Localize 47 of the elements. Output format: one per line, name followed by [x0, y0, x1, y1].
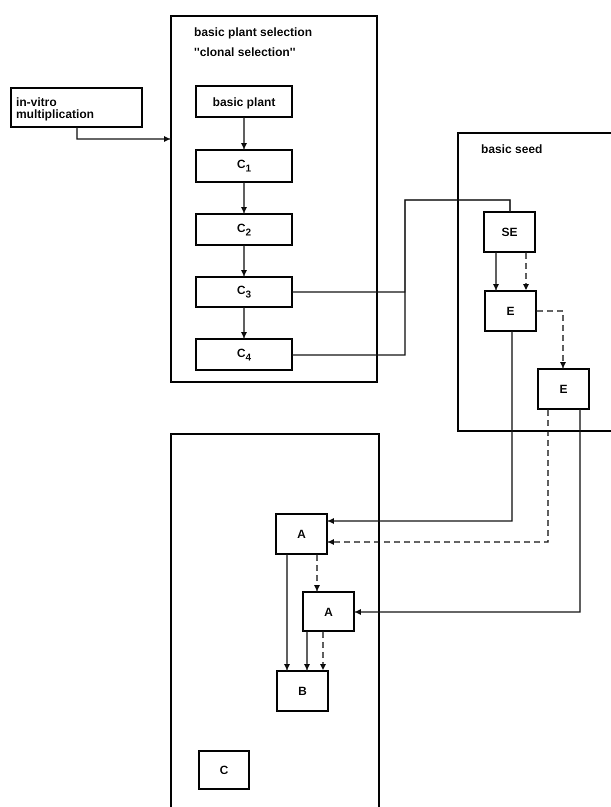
group-heading: basic seed: [481, 142, 542, 156]
process-box: [275, 513, 328, 555]
arrow: [241, 183, 247, 213]
group-frame: [170, 15, 378, 383]
process-box: [195, 276, 293, 308]
process-box: [276, 670, 329, 712]
arrow: [493, 253, 499, 290]
group-frame: [170, 433, 380, 807]
arrow: [523, 253, 529, 290]
node-label: C: [220, 763, 228, 777]
process-box: [195, 85, 293, 118]
process-box: [483, 211, 536, 253]
node-label: C$_{3}$: [236, 283, 252, 301]
arrow: [76, 128, 170, 142]
node-label: SE: [501, 225, 518, 239]
arrow: [241, 246, 247, 276]
arrow: [328, 410, 549, 545]
group-frame: [457, 132, 611, 432]
process-box: [198, 750, 250, 790]
node-label: C$_{2}$: [236, 220, 252, 238]
process-box: [195, 213, 293, 246]
node-label: basic plant: [212, 94, 276, 108]
node-label: A: [324, 604, 333, 618]
arrow: [537, 310, 566, 368]
arrow: [304, 632, 310, 670]
node-label: in-vitro multiplication: [16, 96, 95, 120]
arrow: [355, 410, 581, 615]
process-box: [195, 149, 293, 183]
node-label: E: [559, 382, 568, 396]
node-label: B: [298, 684, 307, 698]
node-label: C$_{1}$: [236, 157, 252, 175]
arrow: [314, 555, 320, 591]
arrow: [241, 118, 247, 149]
arrow: [320, 632, 326, 670]
process-box: [302, 591, 355, 632]
node-label: C$_{4}$: [236, 346, 252, 364]
group-heading: basic plant selection: [194, 25, 312, 39]
process-box: [195, 338, 293, 371]
node-label: E: [506, 304, 514, 318]
process-box: [537, 368, 590, 410]
arrow: [284, 555, 290, 670]
process-box: [10, 87, 143, 128]
process-box: [484, 290, 537, 332]
node-label: A: [297, 527, 306, 541]
arrow: [328, 332, 513, 524]
group-heading: ''clonal selection'': [194, 45, 296, 59]
arrow: [241, 308, 247, 338]
